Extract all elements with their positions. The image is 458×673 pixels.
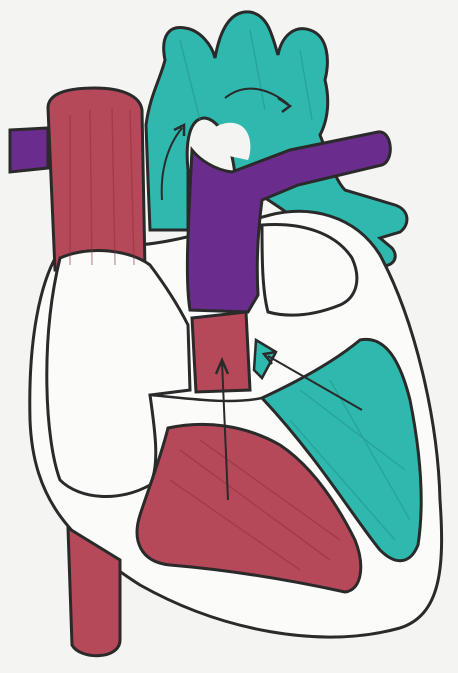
aortic-valve-column	[192, 312, 250, 392]
arch-opening	[200, 123, 250, 160]
pulmonary-stub-left	[10, 128, 48, 172]
